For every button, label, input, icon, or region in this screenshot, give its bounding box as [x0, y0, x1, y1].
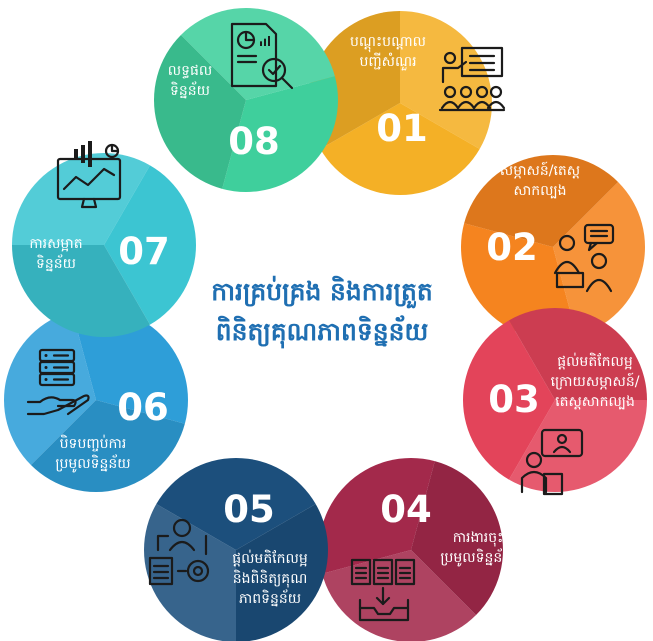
step-05-label-line: ភាពទិន្នន័យ — [239, 589, 301, 607]
step-03-label-line: តេស្តសាកល្បង — [555, 394, 635, 410]
step-06: 06 បិទបញ្ចប់ការប្រមូលទិន្នន័យ — [3, 308, 188, 493]
step-03-number: 03 — [488, 378, 540, 421]
step-07-sector — [12, 245, 150, 337]
presentation-icon — [438, 46, 506, 112]
step-02-label-line: សម្ភាសន៍/តេស្ត — [500, 161, 580, 179]
step-01-number: 01 — [376, 107, 428, 150]
step-04: 04 ការងារចុះប្រមូលទិន្នន័យ — [319, 457, 516, 641]
step-02-number: 02 — [486, 226, 538, 269]
step-01-label-line: បណ្តុះបណ្តាល — [350, 34, 426, 53]
step-06-label-line: ប្រមូលទិន្នន័យ — [55, 454, 130, 473]
step-08-label-line: លទ្ធផល — [168, 63, 212, 79]
step-03-sector — [462, 320, 555, 480]
step-05-sector — [156, 458, 316, 550]
step-07: 07 ការសម្អាតទិន្នន័យ — [12, 141, 196, 337]
step-03: 03 ផ្តល់មតិកែលម្អក្រោយសម្ភាសន៍/ តេស្តសាកល្… — [462, 308, 647, 496]
step-04-number: 04 — [380, 488, 432, 531]
step-05-sector — [144, 504, 236, 641]
server-hand-icon — [26, 348, 90, 416]
step-05-number: 05 — [223, 488, 275, 531]
interview-icon — [553, 223, 615, 293]
step-05-label-line: ផ្តល់មតិកែលម្អ — [232, 549, 308, 567]
step-06-number: 06 — [117, 386, 169, 429]
step-07-label-line: ទិន្នន័យ — [36, 254, 76, 272]
step-05-label-line: និងពិនិត្យគុណ — [233, 569, 308, 588]
step-08-number: 08 — [228, 120, 280, 163]
step-05: 05 ផ្តល់មតិកែលម្អនិងពិនិត្យគុណភាពទិន្នន័យ — [144, 458, 328, 641]
step-02-label-line: សាកល្បង — [513, 183, 566, 199]
step-01-sector — [400, 11, 493, 149]
step-04-label-line: ការងារចុះ — [453, 530, 504, 547]
step-05-sector — [236, 504, 328, 641]
step-03-sector — [509, 400, 647, 493]
step-02-sector — [464, 154, 619, 247]
step-07-label-line: ការសម្អាត — [29, 236, 82, 252]
step-04-label-line: ប្រមូលទិន្នន័យ — [440, 548, 515, 567]
step-08-sector — [222, 76, 338, 192]
step-04-sector — [411, 461, 503, 616]
step-07-number: 07 — [118, 230, 170, 273]
step-07-sector — [104, 165, 196, 325]
review-process-icon — [148, 518, 210, 586]
step-03-label-line: ផ្តល់មតិកែលម្អ — [557, 352, 633, 370]
documents-inbox-icon — [350, 558, 416, 622]
step-08-label-line: ទិន្នន័យ — [170, 81, 210, 99]
step-03-label-line: ក្រោយសម្ភាសន៍/ — [551, 372, 640, 390]
steps-layer: 01 បណ្តុះបណ្តាលបញ្ជីសំណួរ 02 សម្ភាសន៍/តេស្ត… — [3, 8, 647, 641]
dashboard-monitor-icon — [56, 141, 122, 209]
step-02-sector — [553, 181, 645, 336]
diagram-title-line-2: ពិនិត្យគុណភាពទិន្នន័យ — [216, 315, 429, 349]
step-01-sector — [320, 103, 480, 196]
step-03-sector — [509, 308, 647, 400]
step-06-label-line: បិទបញ្ចប់ការ — [60, 434, 127, 452]
report-magnifier-icon — [230, 22, 294, 90]
step-08-sector — [153, 34, 246, 189]
step-08-sector — [180, 8, 335, 100]
diagram-title-line-1: ការគ្រប់គ្រង និងការត្រួត — [211, 275, 432, 309]
step-01-label-line: បញ្ជីសំណួរ — [359, 52, 416, 71]
feedback-icon — [520, 428, 584, 496]
step-04-sector — [319, 457, 435, 574]
step-02: 02 សម្ភាសន៍/តេស្តសាកល្បង — [460, 154, 645, 339]
step-06-sector — [30, 400, 185, 493]
